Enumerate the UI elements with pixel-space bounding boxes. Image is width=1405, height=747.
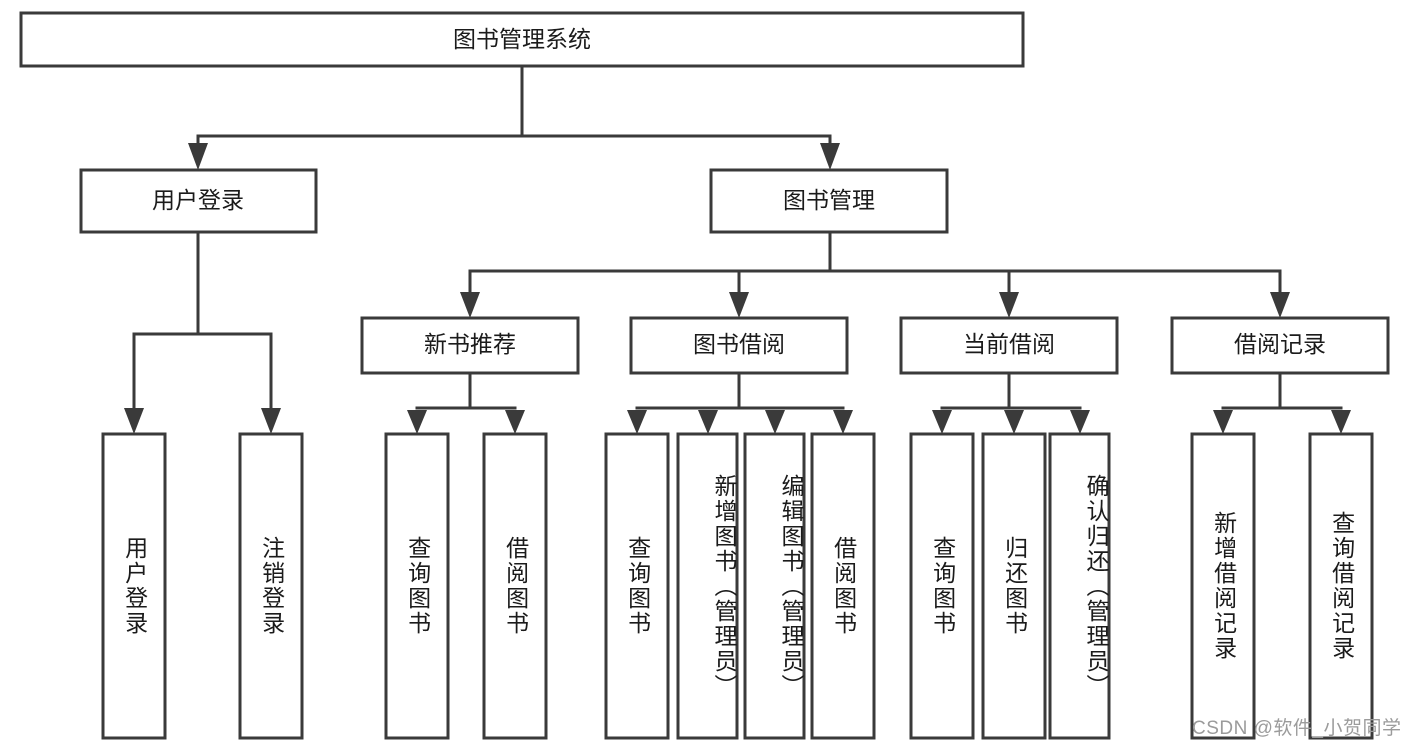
leaf-rect-query-borrow-record[interactable] xyxy=(1308,432,1374,740)
arrow-head-icon xyxy=(820,143,840,170)
arrow-head-icon xyxy=(261,408,281,434)
arrow-head-icon xyxy=(1070,410,1090,434)
leaf-rect-logout-login[interactable] xyxy=(238,432,304,740)
arrow-head-icon xyxy=(833,410,853,434)
node-user-login-label: 用户登录 xyxy=(152,187,244,213)
node-current-borrow-rect xyxy=(899,316,1119,375)
leaf-rect-edit-book-admin[interactable] xyxy=(743,432,806,740)
arrow-head-icon xyxy=(407,410,427,434)
watermark-text: CSDN @软件_小贺同学 xyxy=(1192,718,1402,739)
node-borrow-record-rect xyxy=(1170,316,1390,375)
leaf-rect-add-book-admin[interactable] xyxy=(676,432,739,740)
leaf-rect-return-book[interactable] xyxy=(981,432,1047,740)
connector-group-borrow-record xyxy=(1213,371,1351,434)
leaf-rect-confirm-return-admin[interactable] xyxy=(1048,432,1111,740)
arrow-head-icon xyxy=(188,143,208,170)
arrow-head-icon xyxy=(729,292,749,318)
leaf-rect-borrow-book-newbook[interactable] xyxy=(482,432,548,740)
arrow-head-icon xyxy=(627,410,647,434)
leaf-rect-user-login[interactable] xyxy=(101,432,167,740)
node-book-borrow-label: 图书借阅 xyxy=(693,331,785,357)
node-new-book-recommend-rect xyxy=(360,316,580,375)
node-book-management[interactable]: 图书管理 xyxy=(709,168,949,234)
node-root-system[interactable]: 图书管理系统 xyxy=(19,11,1025,68)
arrow-head-icon xyxy=(1004,410,1024,434)
node-book-borrow-rect xyxy=(629,316,849,375)
node-borrow-record[interactable]: 借阅记录 xyxy=(1170,316,1390,375)
leaf-rect-query-book-current[interactable] xyxy=(909,432,975,740)
node-user-login[interactable]: 用户登录 xyxy=(79,168,318,234)
node-new-book-recommend-label: 新书推荐 xyxy=(424,331,516,357)
connector-group-user-login xyxy=(124,230,281,434)
node-current-borrow-label: 当前借阅 xyxy=(963,331,1055,357)
node-borrow-record-label: 借阅记录 xyxy=(1234,331,1326,357)
leaf-rect-borrow-book[interactable] xyxy=(810,432,876,740)
leaf-node-group xyxy=(101,432,1374,740)
arrow-head-icon xyxy=(505,410,525,434)
connector-group-new-book xyxy=(407,371,525,434)
arrow-head-icon xyxy=(765,410,785,434)
connector-group-current-borrow xyxy=(932,371,1090,434)
connector-group-root xyxy=(188,64,840,170)
leaf-rect-query-book-borrow[interactable] xyxy=(604,432,670,740)
node-new-book-recommend[interactable]: 新书推荐 xyxy=(360,316,580,375)
arrow-head-icon xyxy=(1213,410,1233,434)
arrow-head-icon xyxy=(999,292,1019,318)
leaf-rect-add-borrow-record[interactable] xyxy=(1190,432,1256,740)
arrow-head-icon xyxy=(1331,410,1351,434)
arrow-head-icon xyxy=(124,408,144,434)
node-book-borrow[interactable]: 图书借阅 xyxy=(629,316,849,375)
leaf-rect-query-book-newbook[interactable] xyxy=(384,432,450,740)
arrow-head-icon xyxy=(698,410,718,434)
node-book-management-rect xyxy=(709,168,949,234)
arrow-head-icon xyxy=(932,410,952,434)
node-user-login-rect xyxy=(79,168,318,234)
connector-group-book-mgmt xyxy=(460,230,1290,318)
node-root-label: 图书管理系统 xyxy=(453,26,591,52)
arrow-head-icon xyxy=(1270,292,1290,318)
connector-group-borrow xyxy=(627,371,853,434)
arrow-head-icon xyxy=(460,292,480,318)
node-current-borrow[interactable]: 当前借阅 xyxy=(899,316,1119,375)
node-book-management-label: 图书管理 xyxy=(783,187,875,213)
node-root-rect xyxy=(19,11,1025,68)
